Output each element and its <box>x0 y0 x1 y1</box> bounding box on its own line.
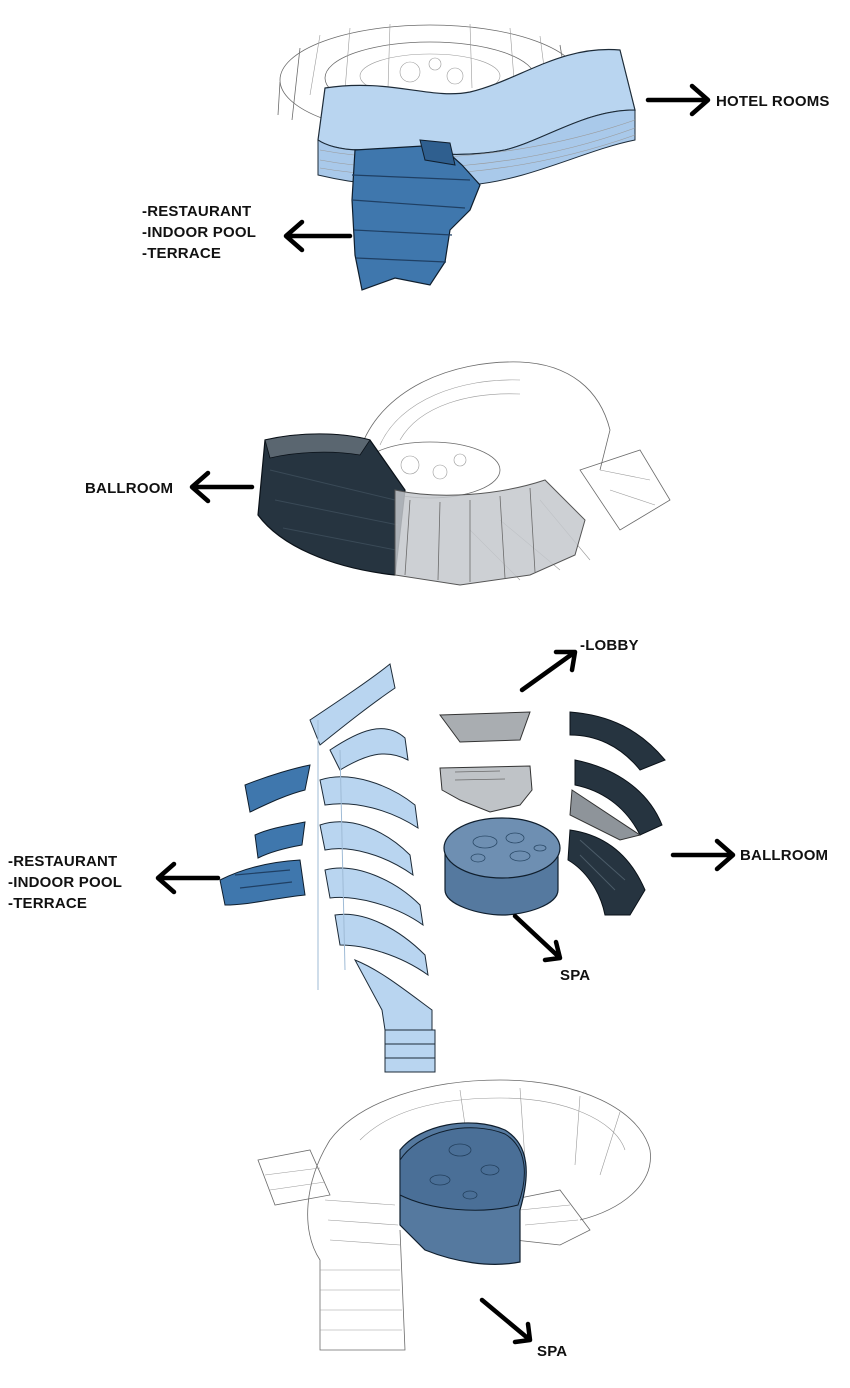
arrow-right-ballroom <box>673 841 733 869</box>
arrow-spa <box>515 916 560 960</box>
arrow-left-ballroom <box>192 473 252 501</box>
diagram-ballroom <box>258 362 670 585</box>
label-hotel-rooms: HOTEL ROOMS <box>716 93 830 110</box>
label-restaurant-exploded: -RESTAURANT <box>8 853 117 870</box>
label-terrace-exploded: -TERRACE <box>8 895 87 912</box>
diagram-exploded <box>220 664 665 1072</box>
label-indoor-pool: -INDOOR POOL <box>142 224 256 241</box>
diagram-hotel-rooms <box>278 24 635 290</box>
hotel-rooms-stack <box>310 664 435 1072</box>
label-lobby: -LOBBY <box>580 637 639 654</box>
label-ballroom-exploded: BALLROOM <box>740 847 828 864</box>
ballroom-light-section <box>395 480 585 585</box>
spa-cylinder <box>444 818 560 915</box>
label-ballroom: BALLROOM <box>85 480 173 497</box>
restaurant-pieces <box>220 765 310 905</box>
label-indoor-pool-exploded: -INDOOR POOL <box>8 874 122 891</box>
label-restaurant: -RESTAURANT <box>142 203 251 220</box>
arrow-right-hotel-rooms <box>648 86 708 114</box>
label-spa: SPA <box>537 1343 567 1360</box>
restaurant-pool-terrace-volume <box>352 145 480 290</box>
diagram-spa <box>258 1080 650 1350</box>
lobby-pieces <box>440 712 532 812</box>
arrow-spa-bottom <box>482 1300 530 1342</box>
label-terrace: -TERRACE <box>142 245 221 262</box>
label-spa-exploded: SPA <box>560 967 590 984</box>
arrow-lobby <box>522 652 575 690</box>
arrow-left-restaurant-exploded <box>158 864 218 892</box>
ballroom-pieces <box>568 712 665 915</box>
arrow-left-restaurant <box>286 222 350 250</box>
